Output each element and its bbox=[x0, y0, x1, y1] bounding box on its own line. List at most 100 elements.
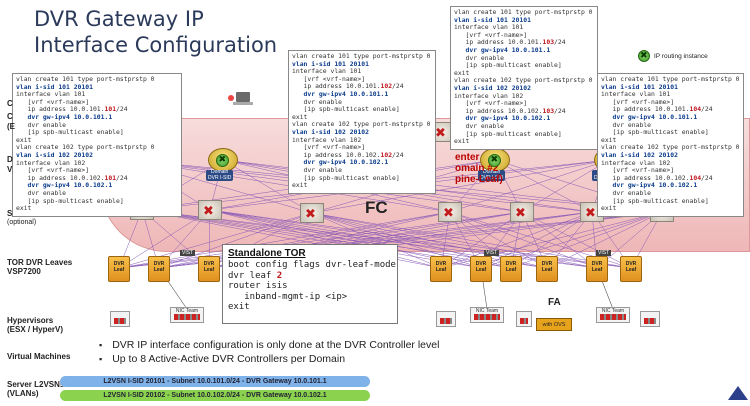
cli-text: dvr gw-ipv4 10.0.102.1 bbox=[601, 181, 698, 190]
tor-command-text: inband-mgmt-ip <ip> bbox=[228, 291, 348, 302]
row-label-c2: C bbox=[7, 112, 13, 121]
cli-text: ip address 10.0.101. bbox=[16, 105, 105, 114]
cli-text: interface vlan 102 bbox=[292, 135, 362, 144]
cli-text: dvr gw-ipv4 10.0.102.1 bbox=[292, 158, 389, 167]
cli-text: interface vlan 102 bbox=[454, 91, 524, 100]
bullet-item-1: DVR IP interface configuration is only d… bbox=[99, 338, 439, 352]
fabric-link bbox=[521, 211, 632, 269]
cli-text: 102 bbox=[380, 82, 393, 91]
fabric-link bbox=[222, 159, 313, 214]
cli-text: vlan create 101 type port-mstprstp 0 bbox=[292, 52, 431, 60]
cli-text: vlan create 101 type port-mstprstp 0 bbox=[454, 8, 593, 16]
title-line-1: DVR Gateway IP bbox=[34, 7, 204, 31]
row-label-spine: S(optional) bbox=[7, 209, 37, 226]
brand-logo bbox=[728, 386, 748, 400]
cli-text: [ip spb-multicast enable] bbox=[292, 105, 400, 114]
cli-text: interface vlan 101 bbox=[454, 23, 524, 32]
cli-line: vlan i-sid 101 20101 bbox=[292, 60, 432, 69]
cli-text: [vrf <vrf-name>] bbox=[16, 97, 90, 106]
fabric-link bbox=[158, 212, 313, 269]
cli-text: [vrf <vrf-name>] bbox=[454, 30, 528, 39]
row-label-vms: Virtual Machines bbox=[7, 352, 71, 361]
tor-command-line: exit bbox=[228, 302, 392, 313]
cli-text: 103 bbox=[542, 106, 555, 115]
cli-line: interface vlan 101 bbox=[454, 23, 594, 32]
cli-line: [ip spb-multicast enable] bbox=[454, 129, 594, 139]
cli-text: vlan i-sid 102 20102 bbox=[454, 83, 531, 92]
spine-switch bbox=[438, 202, 462, 223]
cli-line: dvr gw-ipv4 10.0.102.1 bbox=[601, 182, 740, 190]
cli-line: vlan i-sid 102 20102 bbox=[601, 151, 740, 160]
cli-text: dvr enable bbox=[292, 165, 343, 174]
server bbox=[516, 311, 532, 327]
cli-line: ip address 10.0.101.102/24 bbox=[292, 83, 432, 91]
cli-text: vlan i-sid 101 20101 bbox=[601, 82, 678, 91]
cli-text: vlan i-sid 102 20102 bbox=[292, 127, 369, 136]
cli-text: exit bbox=[454, 68, 470, 77]
cli-text: /24 bbox=[392, 150, 404, 159]
cli-text: [vrf <vrf-name>] bbox=[292, 74, 366, 83]
cli-line: dvr enable bbox=[292, 98, 432, 107]
cli-line: dvr enable bbox=[454, 122, 594, 131]
cli-text: /24 bbox=[554, 106, 566, 115]
cli-line: vlan i-sid 101 20101 bbox=[16, 83, 178, 92]
vist-label: VIST bbox=[484, 250, 500, 256]
cli-text: dvr gw-ipv4 10.0.102.1 bbox=[454, 114, 551, 123]
cli-text: vlan create 101 type port-mstprstp 0 bbox=[601, 75, 740, 83]
cli-line: interface vlan 101 bbox=[292, 67, 432, 76]
cli-text: /24 bbox=[116, 173, 128, 182]
cli-text: /24 bbox=[392, 82, 404, 91]
standalone-tor-config: Standalone TOR boot config flags dvr-lea… bbox=[222, 244, 398, 324]
domain-2-line-3: pine-Leaf) bbox=[455, 174, 503, 185]
cli-text: exit bbox=[16, 135, 32, 144]
cli-line: [vrf <vrf-name>] bbox=[454, 99, 594, 108]
cli-line: ip address 10.0.101.104/24 bbox=[601, 106, 740, 114]
cli-text: exit bbox=[16, 204, 32, 213]
cli-text: ip address 10.0.101. bbox=[601, 105, 690, 114]
fabric-link bbox=[440, 211, 523, 269]
cli-line: vlan create 102 type port-mstprstp 0 bbox=[601, 144, 740, 152]
cli-text: [vrf <vrf-name>] bbox=[601, 97, 675, 106]
cli-line: [ip spb-multicast enable] bbox=[292, 105, 432, 114]
cli-text: vlan create 102 type port-mstprstp 0 bbox=[292, 120, 431, 129]
cli-line: ip address 10.0.102.101/24 bbox=[16, 173, 178, 183]
cli-line: vlan create 102 type port-mstprstp 0 bbox=[16, 144, 178, 152]
cli-text: ip address 10.0.101. bbox=[454, 38, 543, 47]
cli-text: [ip spb-multicast enable] bbox=[454, 129, 562, 138]
row-label-hypervisors: Hypervisors(ESX / HyperV) bbox=[7, 316, 64, 334]
l2vsn-bar-20102: L2VSN I-SID 20102 - Subnet 10.0.102.0/24… bbox=[60, 390, 370, 401]
cli-line: ip address 10.0.102.103/24 bbox=[454, 106, 594, 116]
cli-line: [ip spb-multicast enable] bbox=[292, 174, 432, 183]
cli-line: dvr enable bbox=[601, 120, 740, 130]
cli-text: [ip spb-multicast enable] bbox=[16, 196, 124, 205]
cli-line: vlan create 102 type port-mstprstp 0 bbox=[454, 77, 594, 85]
tor-command-text: exit bbox=[228, 302, 250, 313]
fabric-link bbox=[521, 159, 610, 213]
cli-line: ip address 10.0.102.104/24 bbox=[601, 173, 740, 183]
row-label-c1: C bbox=[7, 99, 13, 108]
row-label-c3: (E bbox=[7, 122, 15, 131]
fabric-link bbox=[521, 211, 598, 269]
cli-text: vlan i-sid 102 20102 bbox=[16, 150, 93, 159]
cli-text: 104 bbox=[689, 173, 702, 182]
cli-text: vlan create 102 type port-mstprstp 0 bbox=[601, 143, 740, 152]
cli-line: vlan i-sid 102 20102 bbox=[454, 83, 594, 93]
cli-text: interface vlan 101 bbox=[601, 90, 671, 99]
cli-text: [vrf <vrf-name>] bbox=[292, 143, 366, 152]
cli-line: vlan create 101 type port-mstprstp 0 bbox=[292, 52, 432, 61]
cli-line: dvr enable bbox=[16, 121, 178, 130]
cli-text: dvr enable bbox=[16, 188, 67, 197]
cli-text: dvr enable bbox=[601, 120, 652, 129]
legend-label: IP routing instance bbox=[654, 52, 708, 60]
standalone-tor-heading: Standalone TOR bbox=[228, 248, 306, 259]
spine-switch bbox=[300, 203, 324, 224]
cli-text: interface vlan 102 bbox=[601, 158, 671, 167]
